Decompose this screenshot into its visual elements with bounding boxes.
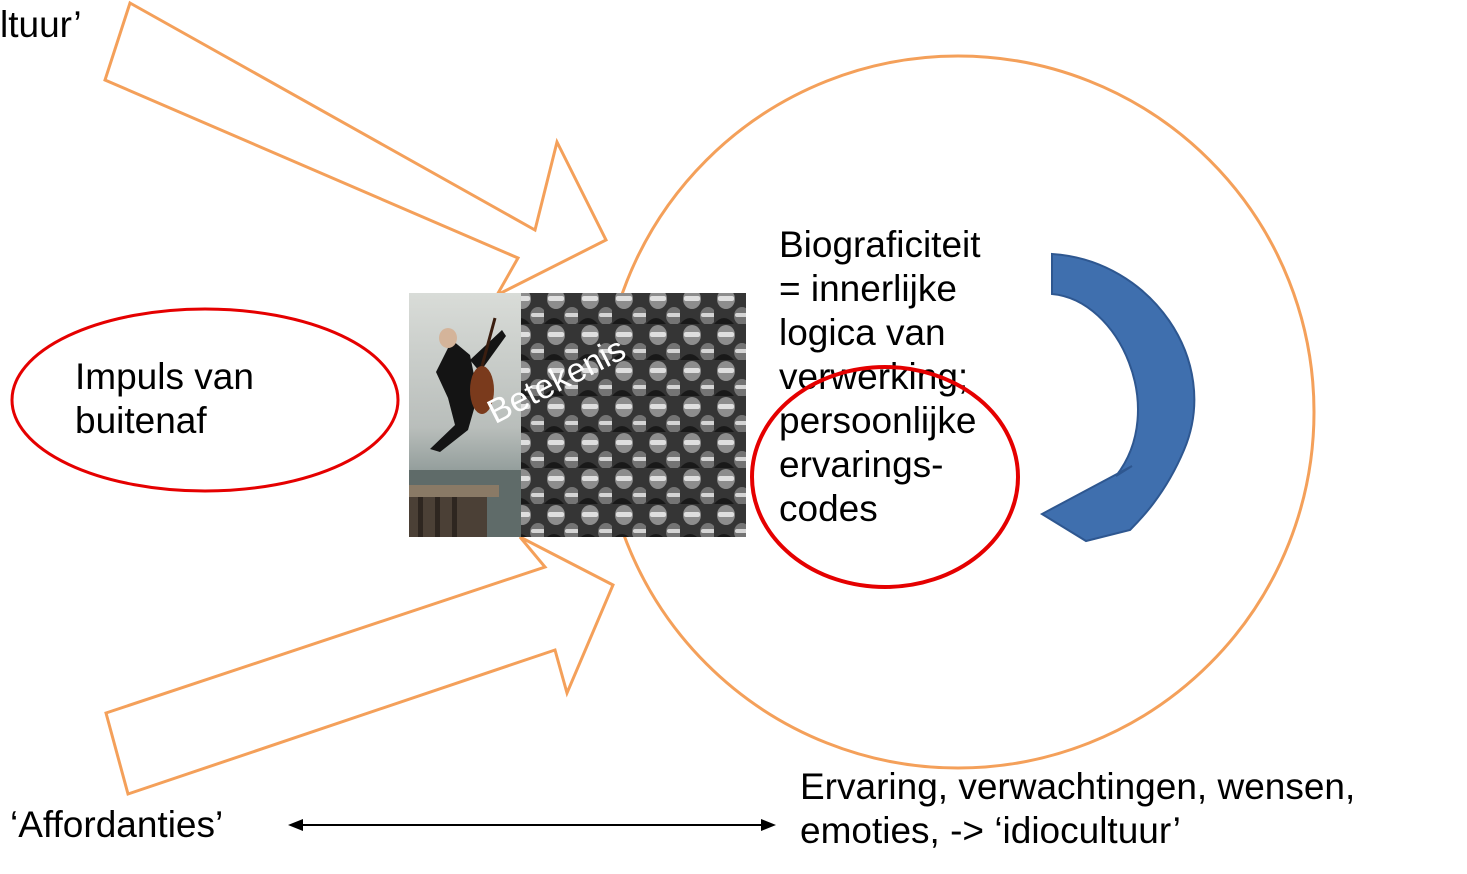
impuls-line-1: Impuls van <box>75 356 254 397</box>
impuls-highlight-ellipse <box>10 307 400 493</box>
double-headed-arrow-icon <box>288 819 776 831</box>
top-left-fragment-label: ltuur’ <box>0 3 82 47</box>
biograficiteit-line-3: logica van <box>779 312 946 353</box>
ervaring-line-1: Ervaring, verwachtingen, wensen, <box>800 766 1356 807</box>
biograficiteit-line-5: persoonlijke <box>779 400 977 441</box>
curved-arrow-icon <box>1039 252 1196 543</box>
biograficiteit-line-4: verwerking; <box>779 356 969 397</box>
ervaring-line-2: emoties, -> ‘idiocultuur’ <box>800 810 1181 851</box>
upper-impulse-arrow <box>103 0 609 299</box>
biograficiteit-line-6: ervarings- <box>779 444 944 485</box>
affordanties-label: ‘Affordanties’ <box>10 803 223 847</box>
affordanties-text: ‘Affordanties’ <box>10 804 224 845</box>
impuls-label: Impuls van buitenaf <box>75 355 254 443</box>
jumping-man-photo <box>409 293 523 537</box>
biograficiteit-line-1: Biograficiteit <box>779 224 981 265</box>
biograficiteit-label: Biograficiteit = innerlijke logica van v… <box>779 223 981 531</box>
top-left-fragment-text: ltuur’ <box>0 4 82 45</box>
cinema-crowd-photo <box>521 293 746 537</box>
biograficiteit-line-2: = innerlijke <box>779 268 957 309</box>
lower-impulse-arrow <box>104 535 615 796</box>
impuls-line-2: buitenaf <box>75 400 207 441</box>
biograficiteit-line-7: codes <box>779 488 878 529</box>
ervaring-label: Ervaring, verwachtingen, wensen, emoties… <box>800 765 1355 853</box>
